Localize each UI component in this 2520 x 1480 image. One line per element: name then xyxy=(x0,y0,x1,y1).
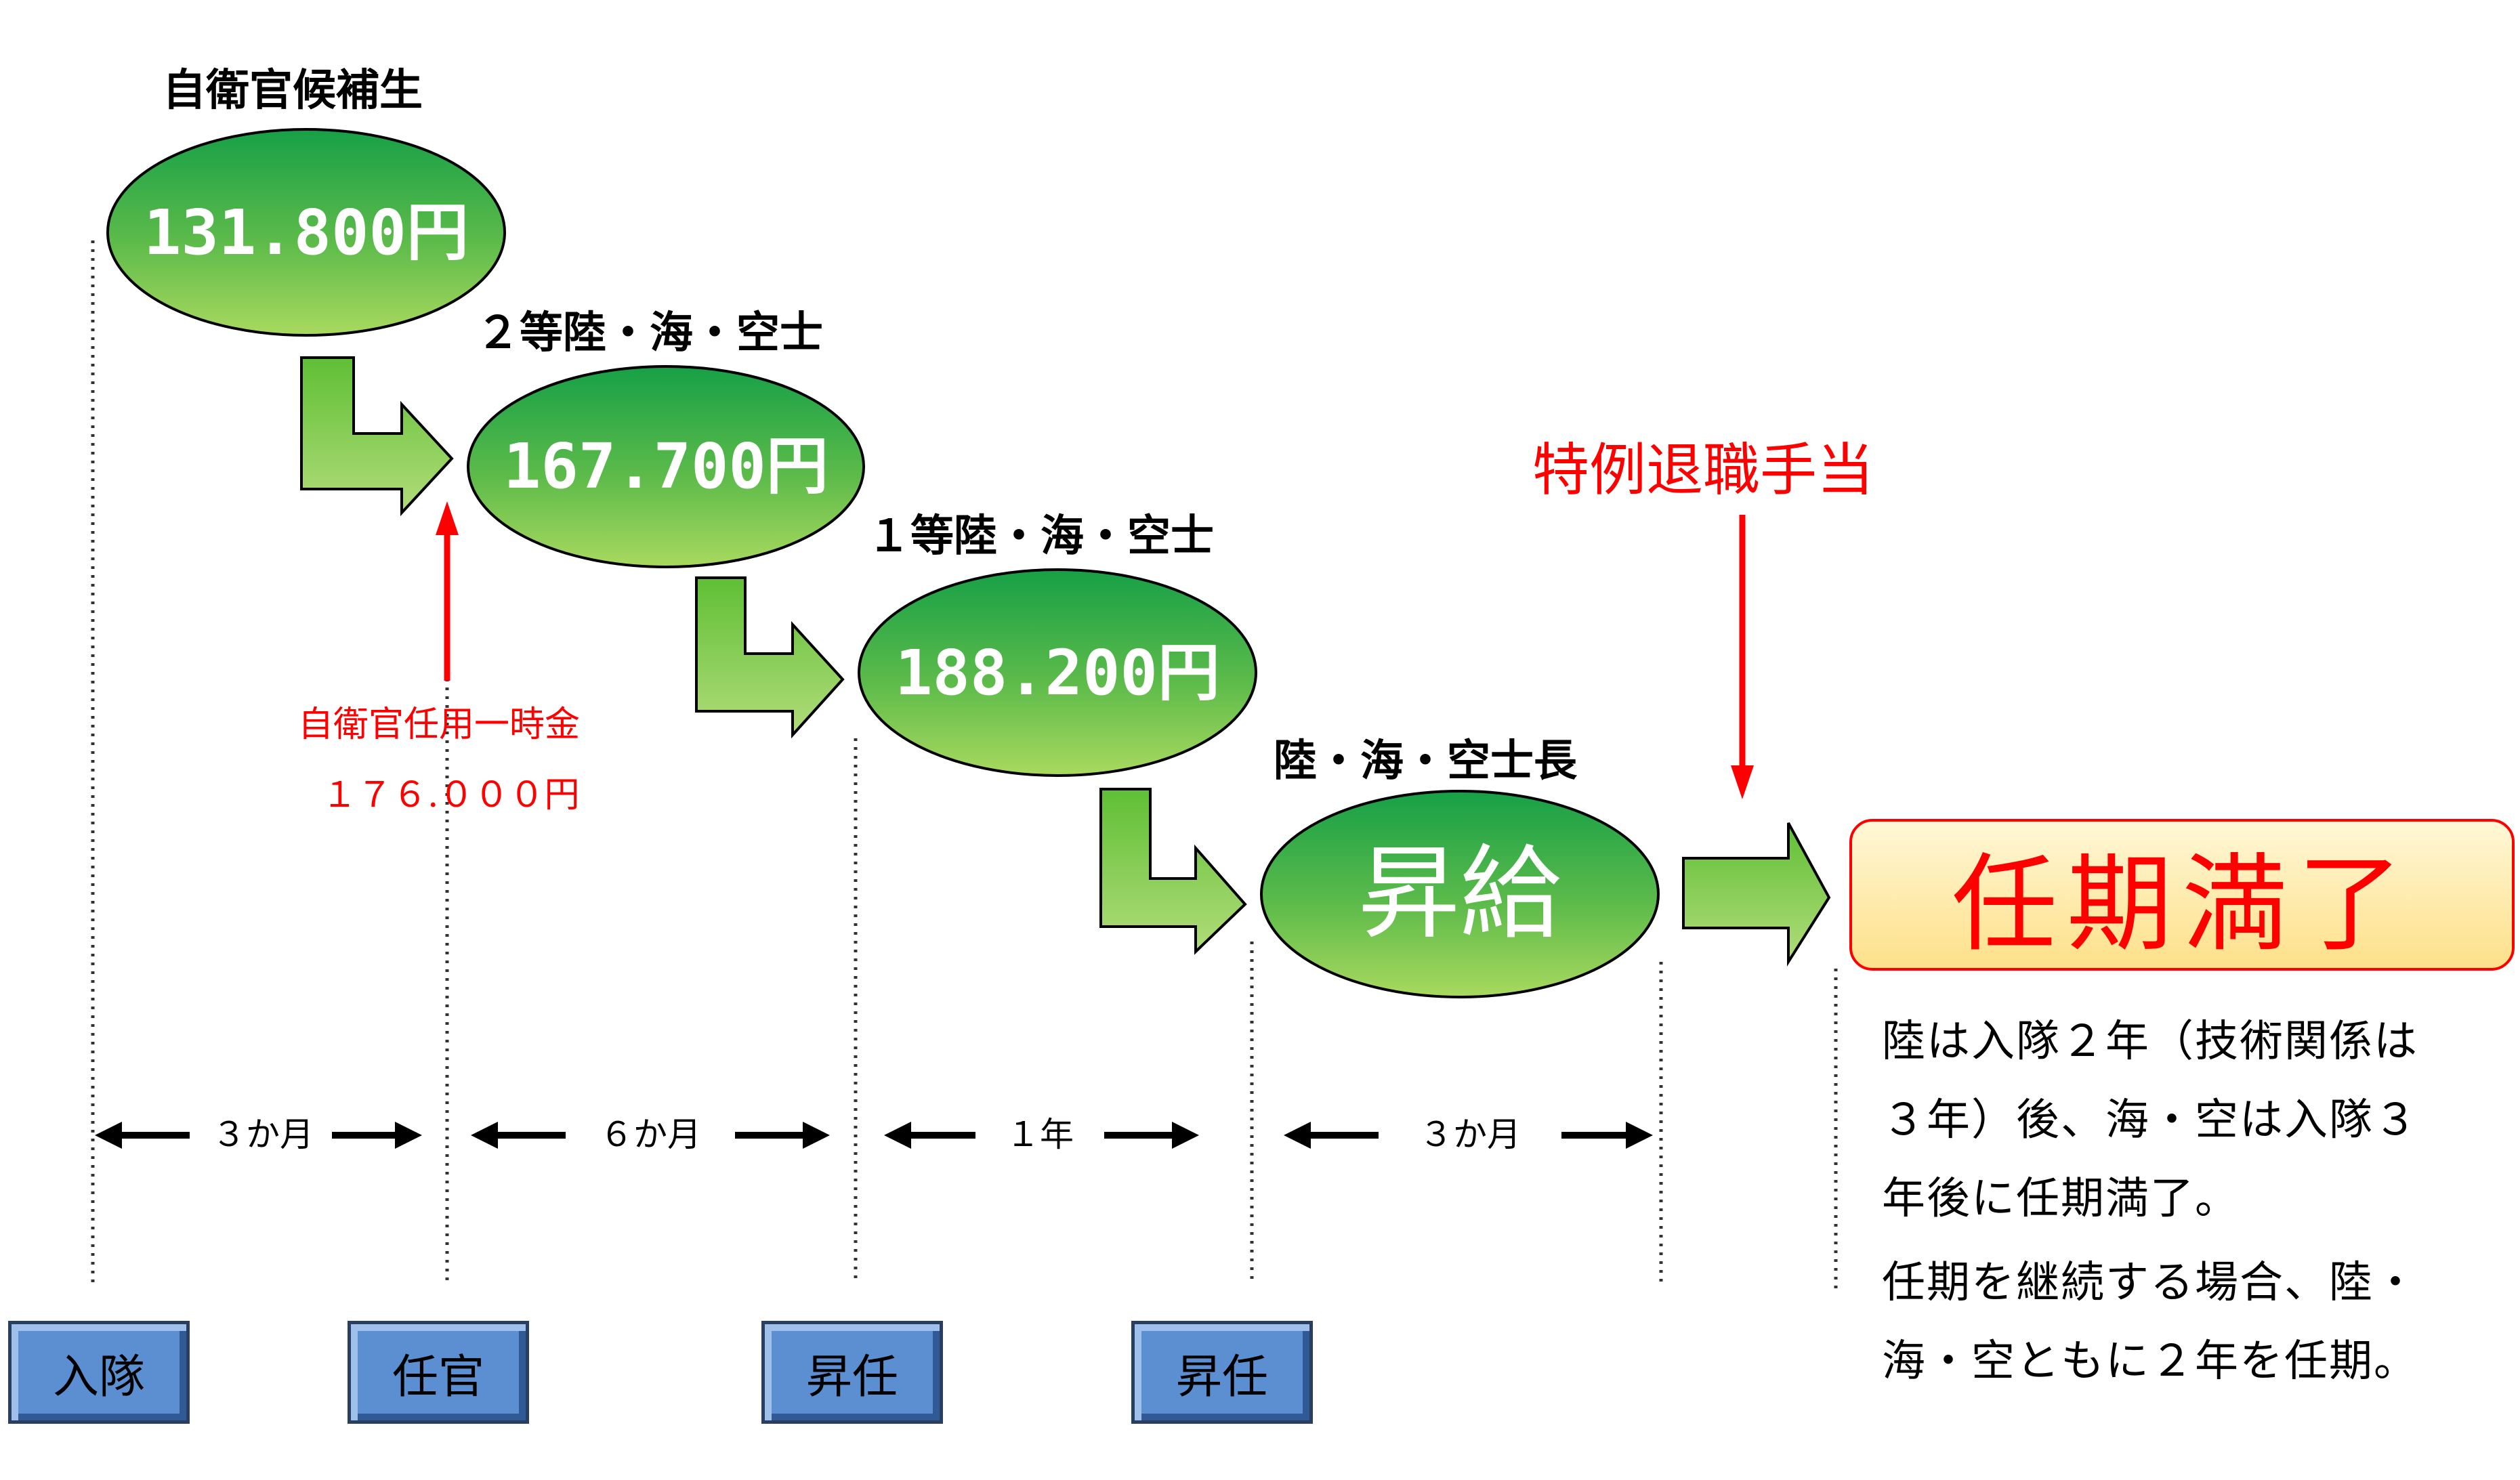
rank-label-2: ２等陸・海・空士 xyxy=(476,308,823,358)
period-label-1: ３か月 xyxy=(212,1115,314,1154)
dotted-guides xyxy=(91,240,1838,1294)
lump-sum-amount: １７６.０００円 xyxy=(322,775,580,816)
stage-oval-1 xyxy=(106,128,506,337)
note-line-4: 任期を継続する場合、陸・ xyxy=(1882,1258,2418,1308)
term-notes: 陸は入隊２年（技術関係は ３年）後、海・空は入隊３ 年後に任期満了。 任期を継続… xyxy=(1882,1002,2519,1401)
pay-raise-label: 昇給 xyxy=(1358,835,1561,953)
stage-oval-4 xyxy=(1260,790,1660,998)
lump-sum-arrowhead xyxy=(436,501,459,535)
rank-label-4: 陸・海・空士長 xyxy=(1274,736,1577,786)
event-box-promotion-2: 昇任 xyxy=(1131,1321,1313,1424)
step-arrow-2 xyxy=(695,576,845,739)
step-arrows xyxy=(300,356,1831,967)
rank-label-1: 自衛官候補生 xyxy=(163,65,423,116)
term-end-box: 任期満了 xyxy=(1849,819,2515,971)
step-arrow-to-end xyxy=(1682,822,1831,967)
note-line-1: 陸は入隊２年（技術関係は xyxy=(1882,1017,2418,1067)
period-label-3: １年 xyxy=(1006,1115,1074,1154)
period-label-4: ３か月 xyxy=(1419,1115,1521,1154)
special-retirement-label: 特例退職手当 xyxy=(1532,437,1874,503)
stage-oval-2 xyxy=(467,365,865,568)
red-arrows xyxy=(436,501,1754,799)
event-box-appointment: 任官 xyxy=(348,1321,529,1424)
pay-amount-1: 131.800円 xyxy=(144,196,469,269)
event-box-enlist: 入隊 xyxy=(8,1321,190,1424)
note-line-5: 海・空ともに２年を任期。 xyxy=(1882,1336,2418,1387)
lump-sum-label: 自衛官任用一時金 xyxy=(298,704,581,745)
note-line-2: ３年）後、海・空は入隊３ xyxy=(1882,1095,2418,1145)
event-box-promotion-1: 昇任 xyxy=(761,1321,943,1424)
period-label-2: ６か月 xyxy=(600,1115,701,1154)
retirement-arrowhead xyxy=(1731,765,1754,799)
stage-oval-3 xyxy=(858,568,1257,777)
step-arrow-1 xyxy=(300,356,454,517)
rank-label-3: １等陸・海・空士 xyxy=(867,511,1214,562)
step-arrow-3 xyxy=(1099,788,1247,955)
pay-amount-3: 188.200円 xyxy=(895,637,1220,709)
pay-amount-2: 167.700円 xyxy=(503,430,828,503)
note-line-3: 年後に任期満了。 xyxy=(1882,1174,2240,1224)
